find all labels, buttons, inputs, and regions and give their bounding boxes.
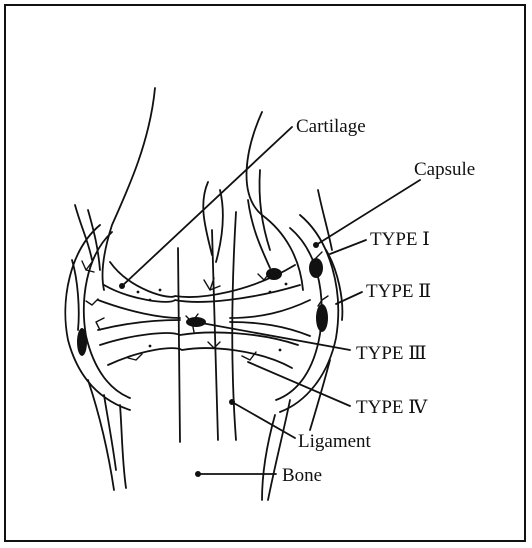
type1-leader [330, 240, 366, 254]
capsule-right-inner [276, 228, 322, 400]
label-ligament: Ligament [298, 432, 371, 451]
lower-bone-outline-left [120, 405, 126, 488]
upper-bone-outline-right [247, 112, 303, 290]
type2-ending-right [316, 304, 328, 332]
label-type4: TYPE Ⅳ [356, 398, 427, 417]
label-capsule: Capsule [414, 160, 475, 179]
type2-leader [336, 292, 362, 304]
central-line [178, 248, 180, 442]
ligament-right [232, 212, 236, 440]
label-type2: TYPE Ⅱ [366, 282, 431, 301]
type2-ending-left [77, 328, 87, 356]
capsule-ending-top [309, 258, 323, 278]
upper-bone-outline [102, 88, 155, 290]
label-type1: TYPE Ⅰ [370, 230, 430, 249]
joint-space-left-2 [98, 320, 180, 330]
type1-ending [266, 268, 282, 280]
label-type3: TYPE Ⅲ [356, 344, 427, 363]
label-cartilage: Cartilage [296, 117, 366, 136]
type4-leader [248, 362, 350, 406]
joint-space-right [230, 300, 310, 318]
lower-cartilage-inner [108, 348, 292, 368]
upper-cartilage-outer [104, 285, 300, 302]
label-bone: Bone [282, 466, 322, 485]
ligament-left [212, 230, 218, 440]
lower-bone-outline-right [262, 415, 275, 500]
